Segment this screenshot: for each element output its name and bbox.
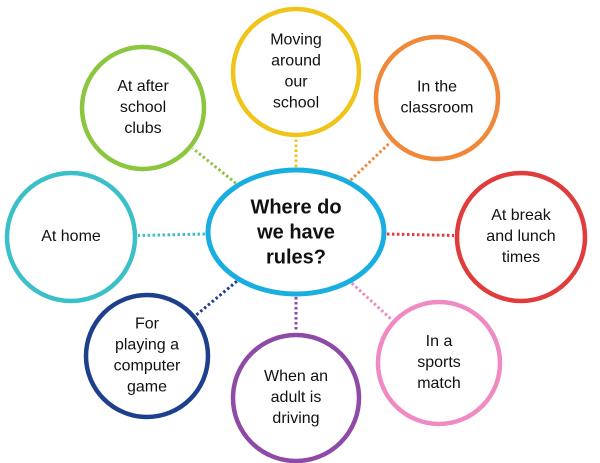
node-circle-computer [83,292,211,420]
connector-classroom [349,141,392,182]
node-circle-break [454,170,588,304]
center-ellipse [205,167,387,297]
connector-computer [195,280,238,317]
node-circle-clubs [79,44,207,172]
node-circle-home [4,170,138,304]
connectors [137,138,455,332]
node-circle-driving [230,332,362,463]
node-circle-sports [375,299,503,427]
node-circle-classroom [373,34,501,162]
node-circle-moving [230,6,362,138]
connector-sports [350,282,393,321]
node-label-home: At home [41,228,101,245]
connector-home [137,232,206,238]
node-home: At home [4,170,138,304]
connector-clubs [191,147,237,185]
connector-break [386,232,455,238]
